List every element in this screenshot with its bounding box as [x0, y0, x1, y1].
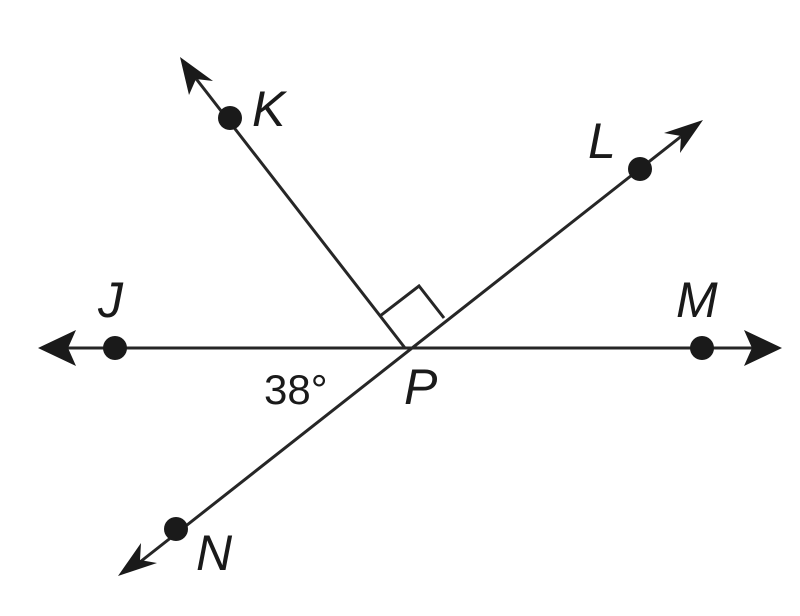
arrow-l	[664, 120, 703, 153]
label-k: K	[252, 81, 288, 137]
arrow-left-j	[38, 330, 76, 366]
angle-measure-label: 38°	[264, 366, 328, 413]
right-angle-marker	[379, 283, 446, 319]
arrow-right-m	[744, 330, 782, 366]
label-j: J	[97, 272, 124, 328]
label-l: L	[588, 113, 616, 169]
label-m: M	[676, 272, 718, 328]
arrow-k	[180, 57, 213, 95]
point-j	[103, 336, 127, 360]
point-k	[218, 106, 242, 130]
label-n: N	[196, 525, 233, 581]
point-n	[164, 517, 188, 541]
label-p: P	[404, 359, 438, 415]
point-m	[690, 336, 714, 360]
arrow-n	[118, 543, 157, 576]
point-l	[628, 157, 652, 181]
line-nl	[139, 129, 689, 564]
